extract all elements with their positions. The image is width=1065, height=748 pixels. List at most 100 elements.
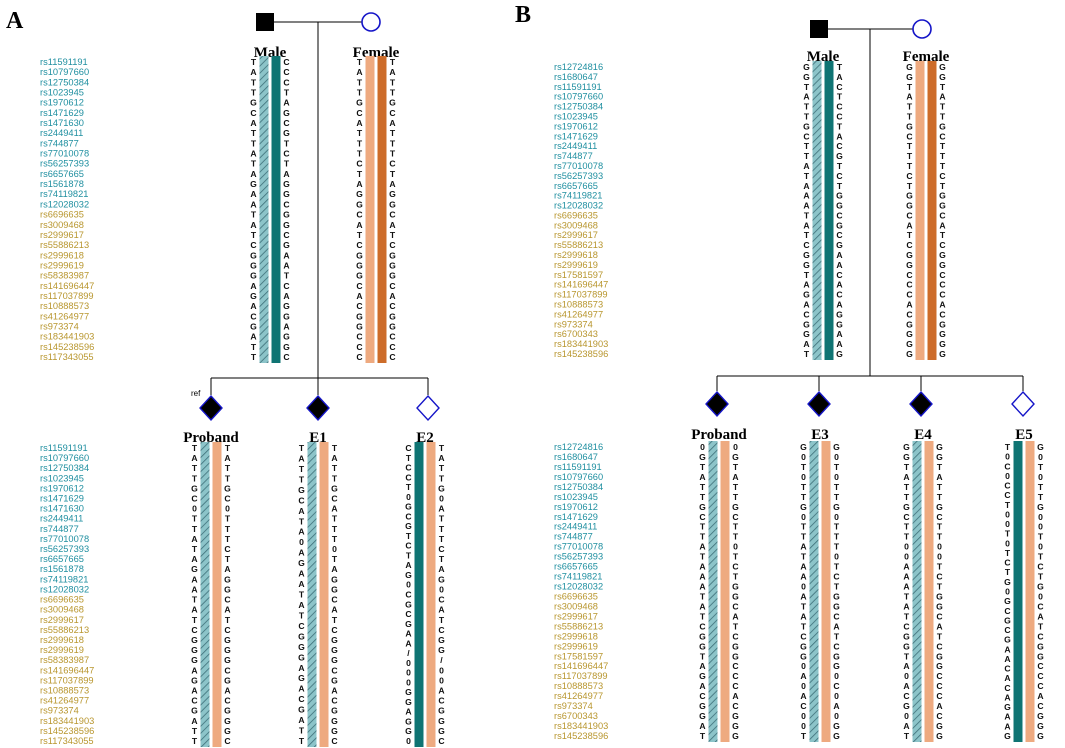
male-a-allele-left: C <box>250 108 256 118</box>
e2-a-allele-left: T <box>406 453 412 463</box>
e2-a-allele-right: T <box>439 615 445 625</box>
e4-b-allele-right: T <box>937 562 943 572</box>
e4-b-allele-left: 0 <box>904 671 909 681</box>
proband-b-allele-left: A <box>699 542 705 552</box>
snp-label-parents: rs2999618 <box>554 250 598 260</box>
proband-a-allele-right: G <box>224 716 231 726</box>
female-a-allele-right: T <box>390 88 396 98</box>
proband-b-allele-left: A <box>699 582 705 592</box>
female-a-allele-left: C <box>356 342 362 352</box>
female-b-allele-right: G <box>939 339 946 349</box>
female-b-allele-right: G <box>939 250 946 260</box>
e2-a-allele-right: A <box>438 453 444 463</box>
proband-symbol-a <box>199 394 223 422</box>
snp-label-parents: rs6696635 <box>554 210 598 220</box>
male-b-allele-right: C <box>836 230 842 240</box>
e3-b-allele-right: 0 <box>834 691 839 701</box>
proband-a-allele-left: T <box>192 514 198 524</box>
male-b-haplotype-bar-right <box>824 61 834 360</box>
male-b-allele-right: C <box>836 82 842 92</box>
male-a-allele-left: G <box>250 98 257 108</box>
e2-a-allele-left: C <box>405 472 411 482</box>
female-a-allele-right: A <box>389 118 395 128</box>
female-a-allele-left: G <box>356 250 363 260</box>
proband-a-allele-right: A <box>224 564 230 574</box>
e1-a-allele-right: G <box>331 584 338 594</box>
female-b-allele-left: T <box>907 111 913 121</box>
e2-a-allele-right: A <box>438 504 444 514</box>
female-a-allele-left: C <box>356 281 362 291</box>
male-b-allele-left: A <box>803 92 809 102</box>
male-a-allele-right: C <box>283 199 289 209</box>
e1-a-allele-right: G <box>331 655 338 665</box>
e5-b-allele-left: A <box>1004 692 1010 702</box>
e3-b-allele-right: 0 <box>834 512 839 522</box>
female-b-allele-right: T <box>940 82 946 92</box>
male-a-allele-right: A <box>283 321 289 331</box>
snp-label-parents: rs10888573 <box>554 300 603 310</box>
snp-label-parents: rs2999619 <box>40 260 84 270</box>
proband-a-allele-left: A <box>191 554 197 564</box>
proband-a-allele-left: T <box>192 473 198 483</box>
female-a-allele-left: C <box>356 301 362 311</box>
snp-label-parents: rs2999617 <box>554 230 598 240</box>
snp-label-children: rs3009468 <box>554 601 598 611</box>
female-b-allele-right: G <box>939 72 946 82</box>
e2-a-allele-right: 0 <box>439 665 444 675</box>
proband-label-a: Proband <box>183 430 239 446</box>
snp-label-parents: rs1970612 <box>554 121 598 131</box>
e4-b-allele-left: G <box>903 452 910 462</box>
e1-a-allele-left: C <box>298 621 304 631</box>
e4-b-allele-left: T <box>904 591 910 601</box>
male-a-allele-left: G <box>250 291 257 301</box>
proband-a-allele-right: G <box>224 574 231 584</box>
snp-label-parents: rs12750384 <box>554 102 603 112</box>
e2-a-allele-right: C <box>438 595 444 605</box>
female-b-allele-right: G <box>939 191 946 201</box>
e2-a-allele-left: 0 <box>406 580 411 590</box>
proband-a-allele-right: T <box>225 615 231 625</box>
e2-symbol <box>416 394 440 422</box>
male-b-allele-left: G <box>803 260 810 270</box>
male-a-allele-right: C <box>283 149 289 159</box>
e5-b-allele-right: T <box>1038 462 1044 472</box>
e3-b-allele-left: 0 <box>801 721 806 731</box>
e2-a-allele-left: A <box>405 638 411 648</box>
e2-a-haplotype-bar-right <box>426 442 436 747</box>
male-b-allele-left: T <box>804 141 810 151</box>
e3-b-allele-left: T <box>801 731 807 741</box>
female-a-allele-left: C <box>356 332 362 342</box>
female-b-allele-right: G <box>939 121 946 131</box>
female-a-allele-left: A <box>356 179 362 189</box>
male-a-allele-right: G <box>283 311 290 321</box>
proband-b-allele-right: C <box>732 512 738 522</box>
e3-b-allele-left: 0 <box>801 452 806 462</box>
e5-b-allele-left: T <box>1005 500 1011 510</box>
snp-label-parents: rs2449411 <box>554 141 597 151</box>
female-a-allele-left: G <box>356 199 363 209</box>
e5-b-allele-left: C <box>1004 461 1010 471</box>
e5-b-allele-left: 0 <box>1005 452 1010 462</box>
e5-b-allele-left: 0 <box>1005 471 1010 481</box>
e4-b-allele-left: T <box>904 731 910 741</box>
e5-b-allele-left: 0 <box>1005 519 1010 529</box>
snp-label-parents: rs17581597 <box>554 270 603 280</box>
e4-symbol <box>909 390 933 418</box>
female-b-allele-left: G <box>906 62 913 72</box>
snp-label-children: rs58383987 <box>40 655 89 665</box>
female-a-allele-left: T <box>357 230 363 240</box>
e2-a-allele-right: G <box>438 635 445 645</box>
proband-b-allele-left: A <box>699 661 705 671</box>
male-b-allele-right: C <box>836 290 842 300</box>
proband-b-allele-left: A <box>699 601 705 611</box>
e5-b-allele-right: G <box>1037 651 1044 661</box>
e3-b-allele-right: G <box>833 601 840 611</box>
e5-b-allele-left: A <box>1004 721 1010 731</box>
snp-label-parents: rs74119821 <box>40 189 88 199</box>
proband-a-allele-left: T <box>192 726 198 736</box>
snp-label-parents: rs41264977 <box>40 311 89 321</box>
e3-b-allele-left: T <box>801 532 807 542</box>
e3-b-allele-left: A <box>800 542 806 552</box>
e4-b-allele-right: A <box>936 701 942 711</box>
e4-b-allele-right: T <box>937 532 943 542</box>
